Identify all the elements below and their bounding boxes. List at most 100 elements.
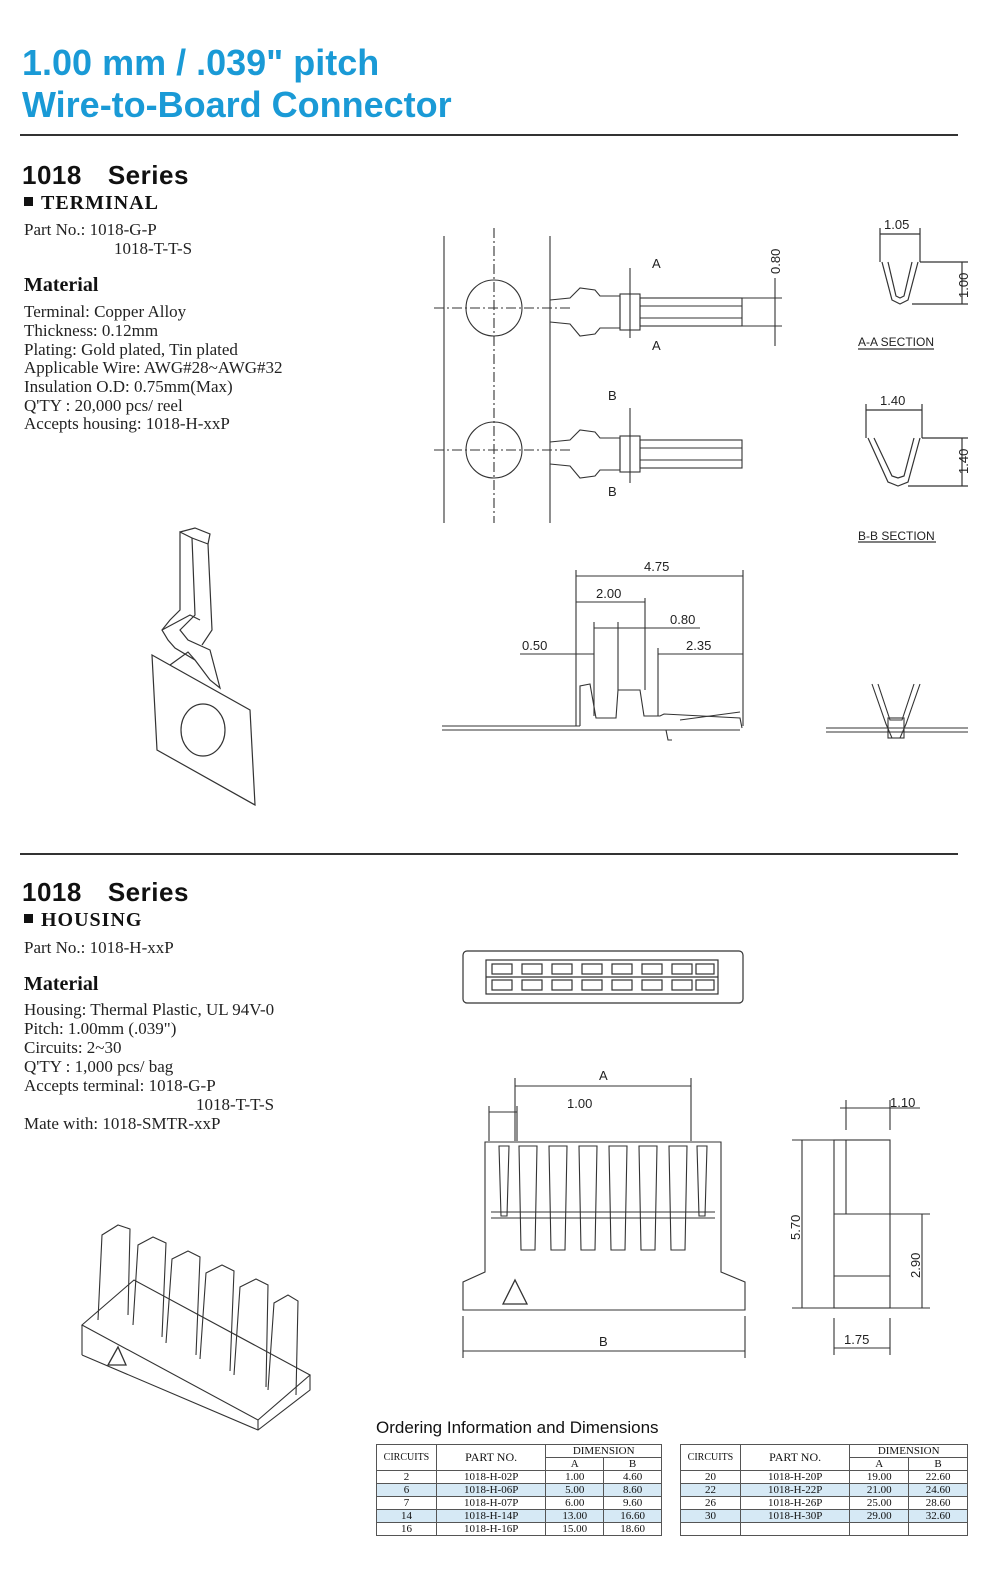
table-cell: 30	[680, 1509, 741, 1523]
terminal-part-no-2: 1018-T-T-S	[114, 239, 193, 258]
terminal-material-item: Insulation O.D: 0.75mm(Max)	[24, 377, 233, 396]
dim-2-00: 2.00	[596, 586, 621, 601]
bullet-square-icon	[24, 914, 33, 923]
dim-0-50: 0.50	[522, 638, 547, 653]
col-b: B	[603, 1457, 662, 1471]
table-cell: 1018-H-22P	[739, 1483, 851, 1497]
table-cell: 1018-H-26P	[739, 1496, 851, 1510]
table-cell: 1018-H-16P	[435, 1522, 547, 1536]
section-divider	[20, 853, 958, 855]
housing-3d-illustration	[81, 1224, 311, 1431]
terminal-part-no: Part No.: 1018-G-P	[24, 220, 157, 239]
table-cell	[739, 1522, 851, 1536]
table-cell: 21.00	[849, 1483, 910, 1497]
table-cell: 6	[376, 1483, 437, 1497]
table-cell: 1018-H-20P	[739, 1470, 851, 1484]
aa-section-drawing: 1.05 1.00 A-A SECTION	[858, 217, 971, 350]
table-cell: 28.60	[908, 1496, 968, 1510]
dim-4-75: 4.75	[644, 559, 669, 574]
housing-material-item: Pitch: 1.00mm (.039")	[24, 1019, 177, 1038]
table-cell: 1018-H-02P	[435, 1470, 547, 1484]
col-dimension: DIMENSION	[849, 1444, 968, 1458]
table-cell: 16	[376, 1522, 437, 1536]
bb-section-label: B-B SECTION	[858, 529, 935, 543]
housing-material-item: Q'TY : 1,000 pcs/ bag	[24, 1057, 174, 1076]
col-circuits: CIRCUITS	[376, 1444, 437, 1471]
table-cell: 1018-H-07P	[435, 1496, 547, 1510]
table-cell: 22	[680, 1483, 741, 1497]
dim-1-05: 1.05	[884, 217, 909, 232]
terminal-series-number: 1018	[22, 160, 82, 190]
header-divider	[20, 134, 958, 136]
table-cell: 7	[376, 1496, 437, 1510]
table-cell: 4.60	[603, 1470, 662, 1484]
col-part-no: PART NO.	[435, 1444, 547, 1471]
bullet-square-icon	[24, 197, 33, 206]
housing-section-text: HOUSING	[41, 909, 143, 931]
table-cell	[680, 1522, 741, 1536]
housing-series-number: 1018	[22, 877, 82, 907]
table-cell: 6.00	[545, 1496, 605, 1510]
terminal-material-item: Accepts housing: 1018-H-xxP	[24, 414, 230, 433]
table-cell: 18.60	[603, 1522, 662, 1536]
terminal-material-item: Terminal: Copper Alloy	[24, 302, 187, 321]
dim-housing-a: A	[599, 1068, 608, 1083]
table-cell: 13.00	[545, 1509, 605, 1523]
section-a-label-bottom: A	[652, 338, 661, 353]
table-cell: 1018-H-06P	[435, 1483, 547, 1497]
housing-top-view-drawing	[462, 950, 744, 1004]
col-part-no: PART NO.	[739, 1444, 851, 1471]
section-a-label-top: A	[652, 256, 661, 271]
table-cell: 25.00	[849, 1496, 910, 1510]
terminal-material-item: Q'TY : 20,000 pcs/ reel	[24, 396, 183, 415]
terminal-3d-illustration	[151, 527, 256, 807]
terminal-series-heading: 1018 Series	[22, 160, 189, 191]
housing-material-item: 1018-T-T-S	[196, 1095, 275, 1114]
table-cell: 9.60	[603, 1496, 662, 1510]
table-cell	[908, 1522, 968, 1536]
table-cell: 1018-H-14P	[435, 1509, 547, 1523]
dim-housing-b: B	[599, 1334, 608, 1349]
table-cell: 2	[376, 1470, 437, 1484]
table-cell: 29.00	[849, 1509, 910, 1523]
col-a: A	[849, 1457, 910, 1471]
table-cell: 15.00	[545, 1522, 605, 1536]
housing-front-view-drawing: A 1.00 B	[462, 1068, 746, 1358]
dim-2-35: 2.35	[686, 638, 711, 653]
terminal-material-item: Applicable Wire: AWG#28~AWG#32	[24, 358, 283, 377]
section-b-label-top: B	[608, 388, 617, 403]
aa-section-label: A-A SECTION	[858, 335, 934, 349]
terminal-strip-drawing: A A B B 0.80	[434, 228, 783, 523]
housing-material-heading: Material	[24, 973, 99, 995]
table-cell: 16.60	[603, 1509, 662, 1523]
terminal-section-text: TERMINAL	[41, 192, 160, 214]
table-cell: 22.60	[908, 1470, 968, 1484]
dim-1-00: 1.00	[956, 273, 971, 298]
dim-1-40-height: 1.40	[956, 449, 971, 474]
housing-material-item: Housing: Thermal Plastic, UL 94V-0	[24, 1000, 275, 1019]
bb-section-drawing: 1.40 1.40 B-B SECTION	[858, 393, 971, 543]
table-row	[680, 1522, 968, 1536]
col-b: B	[908, 1457, 968, 1471]
terminal-side-view-drawing: 4.75 2.00 0.80 0.50 2.35	[442, 559, 744, 741]
housing-material-item: Mate with: 1018-SMTR-xxP	[24, 1114, 221, 1133]
housing-material-item: Accepts terminal: 1018-G-P	[24, 1076, 216, 1095]
table-cell	[849, 1522, 910, 1536]
housing-section-label: HOUSING	[24, 909, 142, 932]
section-b-label-bottom: B	[608, 484, 617, 499]
ordering-title: Ordering Information and Dimensions	[376, 1418, 659, 1437]
table-cell: 1018-H-30P	[739, 1509, 851, 1523]
terminal-series-word: Series	[107, 160, 189, 190]
terminal-material-item: Thickness: 0.12mm	[24, 321, 159, 340]
dim-housing-1-75: 1.75	[844, 1332, 869, 1347]
housing-side-view-drawing: 1.10 5.70 2.90 1.75	[788, 1095, 930, 1355]
table-cell: 5.00	[545, 1483, 605, 1497]
terminal-section-label: TERMINAL	[24, 192, 159, 215]
